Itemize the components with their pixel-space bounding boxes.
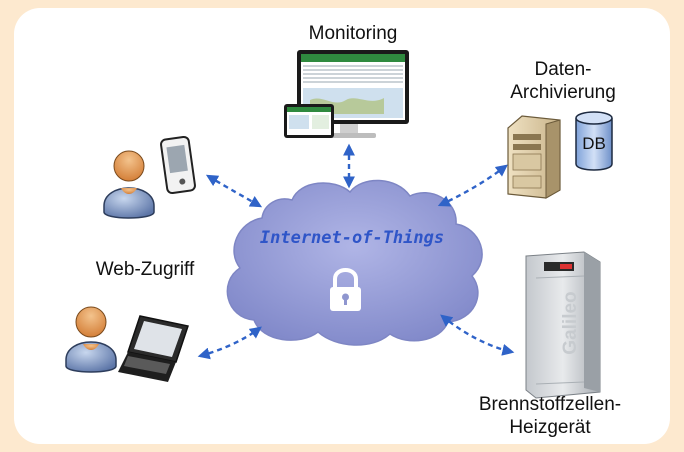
monitoring-screens-icon (284, 50, 409, 138)
server-database-icon (507, 111, 613, 199)
arrow-web-top (205, 174, 263, 208)
cloud-label: Internet-of-Things (259, 228, 445, 248)
monitoring-label: Monitoring (308, 23, 398, 44)
heater-brand: Galileo (560, 291, 581, 355)
web-access-label: Web-Zugriff (95, 259, 195, 280)
db-label: DB (582, 134, 606, 153)
arrow-heater (440, 314, 515, 356)
lock-icon (330, 268, 361, 311)
archive-label-line2: Archivierung (510, 82, 616, 103)
heater-label-line1: Brennstoffzellen- (478, 394, 622, 415)
heater-label-line2: Heizgerät (509, 417, 591, 438)
internet-cloud (226, 179, 483, 346)
archive-label-line1: Daten- (534, 59, 592, 80)
user-phone-icon (103, 135, 196, 219)
connection-arrows (197, 143, 515, 360)
user-laptop-icon (65, 306, 189, 382)
arrow-archive (437, 164, 508, 207)
fuel-cell-heater-icon (525, 251, 601, 399)
arrow-web-bottom (197, 326, 262, 360)
archive-label: Daten- Archivierung (488, 58, 638, 104)
heater-label: Brennstoffzellen- Heizgerät (460, 393, 640, 439)
cloud-shape (226, 179, 483, 346)
